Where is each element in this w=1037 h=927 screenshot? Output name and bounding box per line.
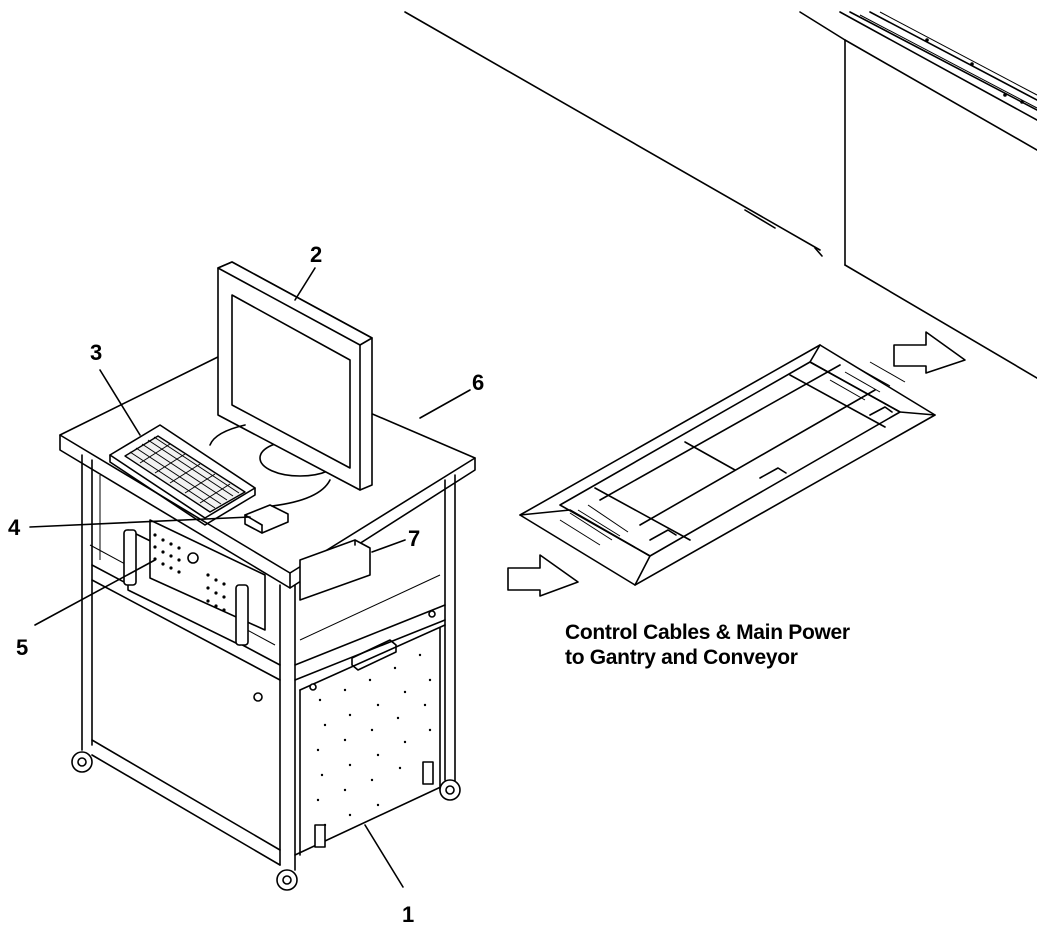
callout-7: 7 xyxy=(408,526,420,551)
keyboard-keys xyxy=(129,436,240,509)
cable-ramp xyxy=(519,344,936,586)
leader-lines xyxy=(29,267,471,888)
perforation-dots xyxy=(316,653,432,827)
mouse-device xyxy=(244,479,331,534)
keyboard xyxy=(109,424,256,526)
gantry-wall xyxy=(404,11,1037,379)
callout-4: 4 xyxy=(8,515,21,540)
callout-5: 5 xyxy=(16,635,28,660)
arrow-into-ramp xyxy=(507,554,579,597)
caption-line-1: Control Cables & Main Power xyxy=(565,621,850,644)
arrow-into-gantry xyxy=(893,331,966,374)
callout-1: 1 xyxy=(402,902,414,927)
caster-wheels xyxy=(71,751,461,891)
callout-3: 3 xyxy=(90,340,102,365)
callout-2: 2 xyxy=(310,242,322,267)
caption-line-2: to Gantry and Conveyor xyxy=(565,646,798,669)
box-unit xyxy=(299,539,371,601)
monitor xyxy=(209,261,373,491)
rack-unit xyxy=(123,519,266,646)
caption: Control Cables & Main Power to Gantry an… xyxy=(565,620,850,670)
callout-6: 6 xyxy=(472,370,484,395)
